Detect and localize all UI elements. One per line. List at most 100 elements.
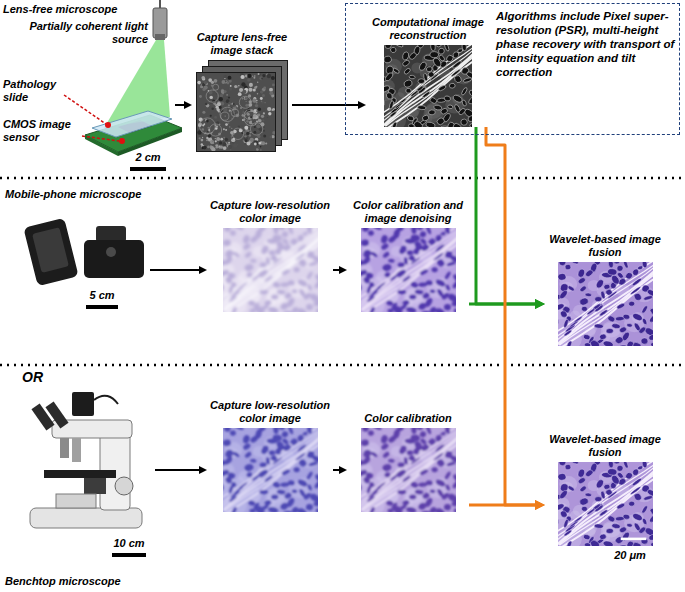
tissue-space [452, 94, 463, 104]
speckle [219, 136, 221, 138]
fringe-ring [250, 123, 262, 135]
cell-nucleus [449, 83, 456, 89]
speckle [260, 149, 262, 151]
tissue-fibre [361, 234, 456, 309]
tissue-fibre [384, 47, 472, 119]
speckle [238, 125, 240, 127]
algorithm-box: Algorithms include Pixel super-resolutio… [345, 3, 680, 135]
speckle [204, 123, 206, 125]
speckle [246, 101, 247, 102]
attachment-top [96, 226, 126, 242]
tissue-fibre [558, 264, 653, 338]
cell-nucleus [578, 297, 589, 306]
cell-nucleus [451, 480, 456, 490]
cell-nucleus [394, 102, 403, 109]
cell-nucleus [305, 504, 313, 511]
speckle [267, 117, 268, 118]
cell-nucleus [606, 515, 616, 523]
cell-nucleus [361, 269, 368, 278]
speckle [207, 131, 208, 132]
cell-nucleus [636, 265, 643, 270]
image-holder [361, 428, 456, 512]
scale-bar [112, 553, 146, 557]
cell-nucleus [260, 445, 270, 455]
cell-nucleus [231, 506, 238, 512]
cell-nucleus [361, 283, 362, 292]
cell-nucleus [409, 281, 419, 289]
cell-nucleus [283, 292, 292, 300]
cell-nucleus [361, 228, 368, 232]
cell-nucleus [249, 235, 259, 244]
speckle [242, 90, 246, 94]
cell-nucleus [280, 268, 290, 275]
cell-nucleus [408, 52, 417, 61]
tissue-space [434, 278, 446, 289]
speckle [225, 129, 227, 131]
speckle [234, 85, 237, 88]
speckle [262, 94, 265, 97]
speckle [258, 107, 262, 111]
cell-nucleus [237, 282, 247, 290]
fringe-ring [239, 96, 251, 108]
cell-nucleus [594, 496, 602, 501]
speckle [244, 126, 248, 130]
cell-nucleus [301, 431, 308, 436]
scale-label: 20 μm [605, 549, 655, 562]
speckle [256, 110, 258, 112]
tissue-image [223, 228, 318, 312]
cell-nucleus [369, 306, 376, 312]
cell-nucleus [416, 301, 427, 310]
cell-nucleus [453, 75, 462, 84]
cell-nucleus [274, 428, 286, 431]
cell-nucleus [622, 514, 630, 521]
or-label: OR [22, 369, 43, 386]
cell-nucleus [430, 45, 436, 51]
speckle [268, 109, 270, 111]
cell-nucleus [365, 485, 371, 494]
stack-frame [197, 73, 276, 152]
speckle [261, 115, 264, 118]
cell-nucleus [626, 323, 632, 327]
image-panel: Wavelet-based image fusion [545, 433, 665, 546]
cell-nucleus [452, 308, 455, 312]
speckle [219, 118, 223, 122]
cell-nucleus [241, 243, 251, 251]
cell-nucleus [611, 523, 621, 529]
speckle [260, 90, 264, 94]
cell-nucleus [391, 122, 397, 127]
cell-nucleus [636, 465, 643, 470]
cell-nucleus [233, 228, 244, 231]
tissue-space [631, 312, 643, 323]
cell-nucleus [381, 451, 390, 459]
tissue-fibre [223, 432, 318, 507]
cell-nucleus [241, 443, 251, 451]
cell-nucleus [223, 283, 224, 292]
tissue-fibre [385, 52, 472, 125]
speckle [203, 146, 207, 150]
cell-nucleus [576, 277, 586, 285]
cell-nucleus [231, 306, 238, 312]
cell-nucleus [452, 60, 462, 69]
board-edge [85, 135, 118, 156]
cell-nucleus [564, 464, 572, 471]
cell-nucleus [410, 457, 421, 465]
cell-nucleus [425, 280, 433, 287]
cell-nucleus [419, 431, 427, 438]
cell-nucleus [383, 272, 390, 278]
speckle [227, 82, 230, 85]
cell-nucleus [384, 98, 385, 107]
tissue-fibre [223, 434, 318, 509]
cell-nucleus [290, 506, 299, 512]
cell-nucleus [429, 51, 439, 58]
objective [60, 438, 69, 458]
cell-nucleus [558, 273, 567, 281]
cell-nucleus [401, 499, 410, 507]
cell-nucleus [419, 231, 427, 238]
speckle [245, 144, 246, 145]
cell-nucleus [258, 490, 268, 495]
cell-nucleus [227, 485, 233, 494]
speckle [220, 146, 223, 149]
tissue-layer [223, 228, 318, 312]
cell-nucleus [421, 114, 429, 121]
note-text: Algorithms include Pixel super-resolutio… [496, 9, 676, 79]
